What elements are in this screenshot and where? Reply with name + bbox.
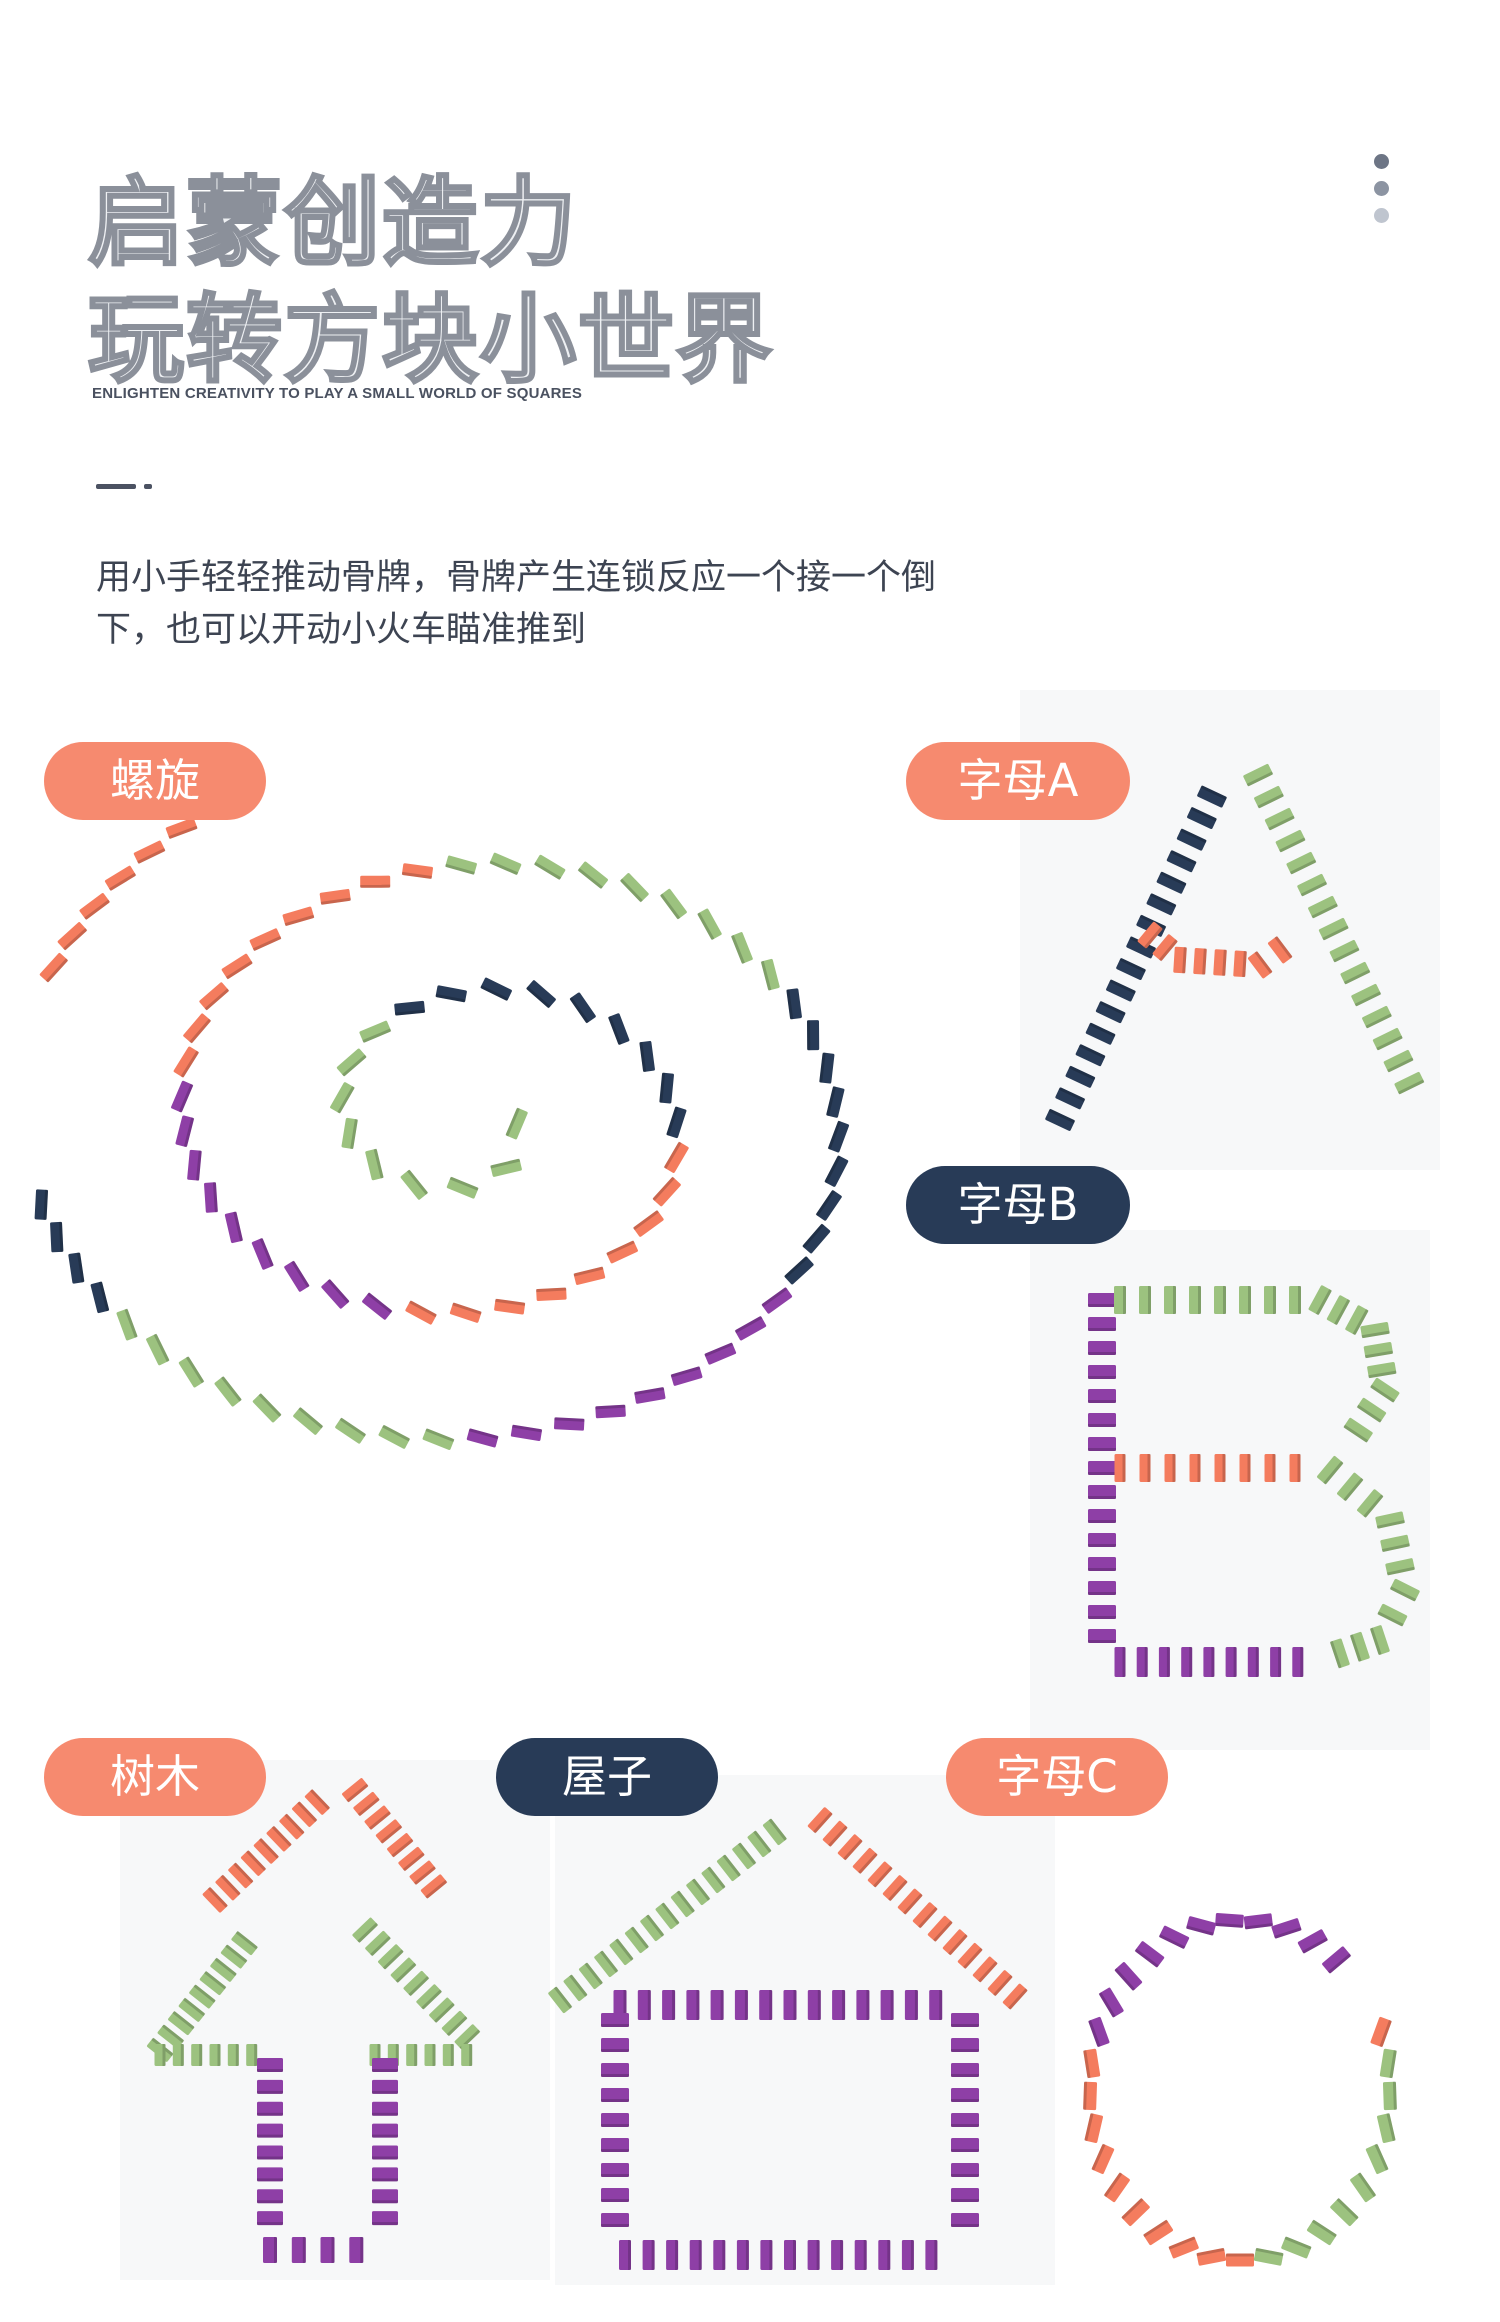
letter-c-label: 字母C [946, 1738, 1168, 1816]
letter-a-dominoes [1045, 763, 1425, 1131]
vertical-dots-icon[interactable] [1368, 150, 1392, 230]
tree-panel [120, 1760, 550, 2280]
letter-a-label: 字母A [906, 742, 1130, 820]
tree-dominoes [147, 1778, 481, 2263]
description-text: 用小手轻轻推动骨牌，骨牌产生连锁反应一个接一个倒下，也可以开动小火车瞄准推到 [96, 558, 937, 650]
spiral-dominoes [34, 797, 850, 1450]
english-subtitle: ENLIGHTEN CREATIVITY TO PLAY A SMALL WOR… [92, 385, 583, 402]
house-label: 屋子 [496, 1738, 718, 1816]
house-dominoes [548, 1807, 1028, 2270]
headline-line-1: 启蒙创造力 [87, 166, 578, 281]
letter-c-dominoes [1083, 1913, 1397, 2267]
divider-dot [144, 484, 152, 489]
letter-b-dominoes [1088, 1285, 1420, 1677]
spiral-label: 螺旋 [44, 742, 266, 820]
divider-dash [96, 484, 136, 489]
letter-b-label: 字母B [906, 1166, 1130, 1244]
headline-line-2: 玩转方块小世界 [87, 283, 774, 398]
tree-label: 树木 [44, 1738, 266, 1816]
